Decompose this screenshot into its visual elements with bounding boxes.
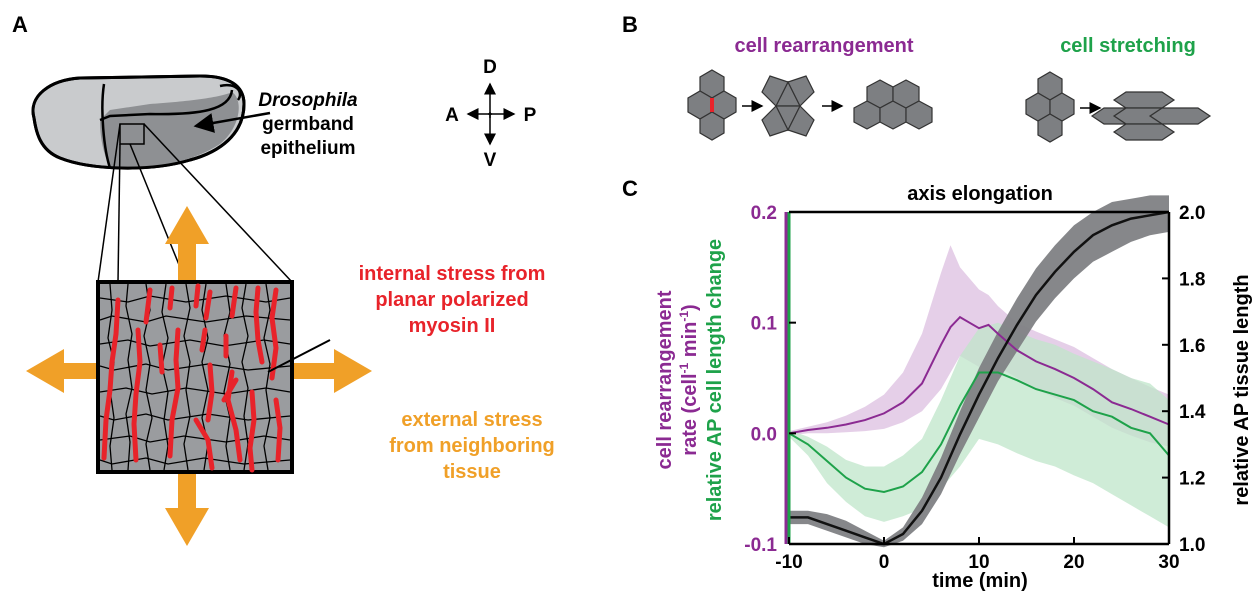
ylabel-right: relative AP tissue length bbox=[1231, 274, 1253, 505]
ylabel-left-rate: rate (cell-1 min-1) bbox=[677, 304, 701, 455]
rearrangement-diagram bbox=[687, 69, 933, 141]
series-line-1 bbox=[788, 371, 1170, 494]
internal-stress-line-3: myosin II bbox=[409, 315, 496, 337]
panel-a: A Drosophila germband epithelium D V A P bbox=[12, 12, 555, 546]
epithelium-label: epithelium bbox=[260, 138, 355, 159]
xlabel: time (min) bbox=[932, 570, 1028, 592]
plot-area: -10 0 10 20 30 -0.1 0.0 0.1 0.2 1.0 1.2 1.4 1.6 1.8 2.… bbox=[744, 195, 1206, 573]
compass-anterior: A bbox=[445, 105, 459, 126]
panel-label-a: A bbox=[12, 12, 28, 37]
myosin-cables bbox=[101, 283, 283, 473]
panel-label-b: B bbox=[622, 12, 638, 37]
stretching-title: cell stretching bbox=[1060, 35, 1196, 57]
y-right-tick-label: 1.2 bbox=[1179, 469, 1205, 490]
y-left-tick-label: 0.0 bbox=[751, 424, 777, 445]
y-right-tick-label: 1.0 bbox=[1179, 535, 1205, 556]
x-tick-label: 0 bbox=[879, 552, 890, 573]
y-left-tick-label: 0.2 bbox=[751, 203, 777, 224]
compass-dorsal: D bbox=[483, 57, 497, 78]
external-stress-arrows bbox=[26, 206, 372, 546]
x-tick-label: 30 bbox=[1158, 552, 1179, 573]
rearrangement-title: cell rearrangement bbox=[735, 35, 914, 57]
compass-posterior: P bbox=[524, 105, 537, 126]
chart-title: axis elongation bbox=[907, 183, 1053, 205]
panel-c: C axis elongation -10 0 10 20 30 -0.1 0.0 0.1 0.… bbox=[622, 176, 1253, 592]
ylabel-left-rearrangement: cell rearrangement bbox=[654, 290, 676, 469]
y-left-tick-label: -0.1 bbox=[744, 535, 777, 556]
series-band-1 bbox=[789, 322, 1169, 528]
y-right-tick-label: 2.0 bbox=[1179, 203, 1205, 224]
y-right-tick-label: 1.8 bbox=[1179, 269, 1205, 290]
y-right-tick-label: 1.4 bbox=[1179, 402, 1206, 423]
embryo bbox=[31, 74, 271, 170]
internal-stress-line-1: internal stress from bbox=[359, 263, 546, 285]
axis-compass: D V A P bbox=[445, 57, 537, 171]
panel-label-c: C bbox=[622, 176, 638, 201]
y-left-tick-label: 0.1 bbox=[751, 314, 778, 335]
myosin-pointer bbox=[267, 339, 331, 373]
stretching-diagram bbox=[1025, 71, 1212, 143]
external-stress-line-2: from neighboring bbox=[389, 435, 555, 457]
germband-pointer bbox=[193, 111, 271, 133]
x-tick-label: 20 bbox=[1063, 552, 1084, 573]
germband-label: germband bbox=[262, 114, 354, 135]
internal-stress-line-2: planar polarized bbox=[375, 289, 528, 311]
species-label: Drosophila bbox=[258, 90, 358, 111]
y-right-tick-label: 1.6 bbox=[1179, 336, 1205, 357]
tissue-patch bbox=[96, 280, 331, 474]
x-tick-label: 10 bbox=[968, 552, 989, 573]
series-band-2 bbox=[789, 195, 1169, 548]
series-line-0 bbox=[788, 315, 1170, 435]
external-stress-line-3: tissue bbox=[443, 461, 501, 483]
x-tick-label: -10 bbox=[775, 552, 802, 573]
panel-b: B cell rearrangement cell stretching bbox=[622, 12, 1212, 143]
compass-ventral: V bbox=[484, 150, 497, 171]
ylabel-left-length-change: relative AP cell length change bbox=[704, 239, 726, 521]
series-line-2 bbox=[789, 210, 1170, 546]
external-stress-line-1: external stress bbox=[401, 409, 542, 431]
